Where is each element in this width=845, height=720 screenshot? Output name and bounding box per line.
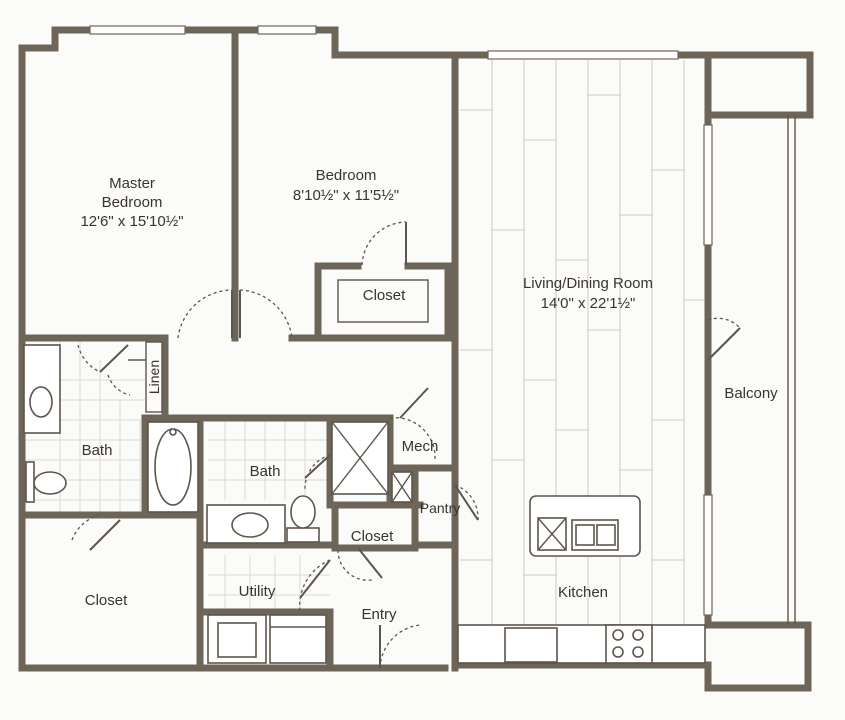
balcony-label: Balcony	[724, 385, 778, 402]
doors	[71, 221, 741, 669]
balcony-outline	[787, 115, 796, 625]
linen-closet	[128, 341, 163, 413]
master-bath-fixtures	[23, 344, 199, 513]
master-bath-label: Bath	[82, 442, 113, 459]
bedroom-closet-label: Closet	[363, 287, 406, 304]
room-labels: Master Bedroom 12'6" x 15'10½" Bedroom 8…	[80, 167, 778, 623]
windows	[89, 25, 713, 616]
pantry-label: Pantry	[420, 500, 460, 516]
master-closet-label: Closet	[85, 592, 128, 609]
refrigerator	[504, 627, 558, 663]
kitchen-counter	[457, 624, 706, 664]
kitchen-label: Kitchen	[558, 584, 608, 601]
burner-icon	[632, 629, 644, 641]
interior-walls	[18, 26, 459, 672]
linen-label: Linen	[146, 360, 162, 394]
range	[605, 624, 653, 664]
master-tub-basin-icon	[154, 428, 192, 506]
window-balcony-upper	[703, 124, 713, 246]
bedroom-closet	[314, 262, 452, 339]
burner-icon	[612, 629, 624, 641]
exterior-walls	[18, 26, 814, 692]
hall-closet-label: Closet	[351, 528, 394, 545]
burner-icon	[632, 646, 644, 658]
entry-label: Entry	[361, 606, 397, 623]
utility-label: Utility	[239, 583, 276, 600]
master-bedroom-label-line2: Bedroom	[102, 194, 163, 211]
master-bedroom-label-line1: Master	[109, 175, 155, 192]
master-toilet-tank	[25, 461, 35, 503]
bath-fixtures	[206, 421, 413, 544]
burner-icon	[612, 646, 624, 658]
master-bedroom-size: 12'6" x 15'10½"	[80, 213, 183, 230]
utility-appliances	[207, 614, 327, 664]
living-dining-label: Living/Dining Room	[523, 275, 653, 292]
dryer	[269, 614, 327, 664]
kitchen-fixtures	[457, 495, 706, 664]
mech-label: Mech	[402, 438, 439, 455]
window-living-room	[487, 50, 679, 60]
master-toilet-icon	[33, 471, 67, 495]
bath-toilet-icon	[290, 495, 316, 529]
living-floor-planks	[460, 60, 705, 625]
living-dining-size: 14'0" x 22'1½"	[541, 295, 636, 312]
window-balcony-lower	[703, 494, 713, 616]
master-sink-icon	[29, 386, 53, 418]
bath-label: Bath	[250, 463, 281, 480]
bath-toilet-tank	[286, 527, 320, 543]
bedroom-size: 8'10½" x 11'5½"	[293, 187, 399, 204]
window-master-bedroom	[89, 25, 186, 35]
bath-sink-icon	[231, 512, 269, 538]
window-bedroom	[257, 25, 317, 35]
bedroom-label: Bedroom	[316, 167, 377, 184]
